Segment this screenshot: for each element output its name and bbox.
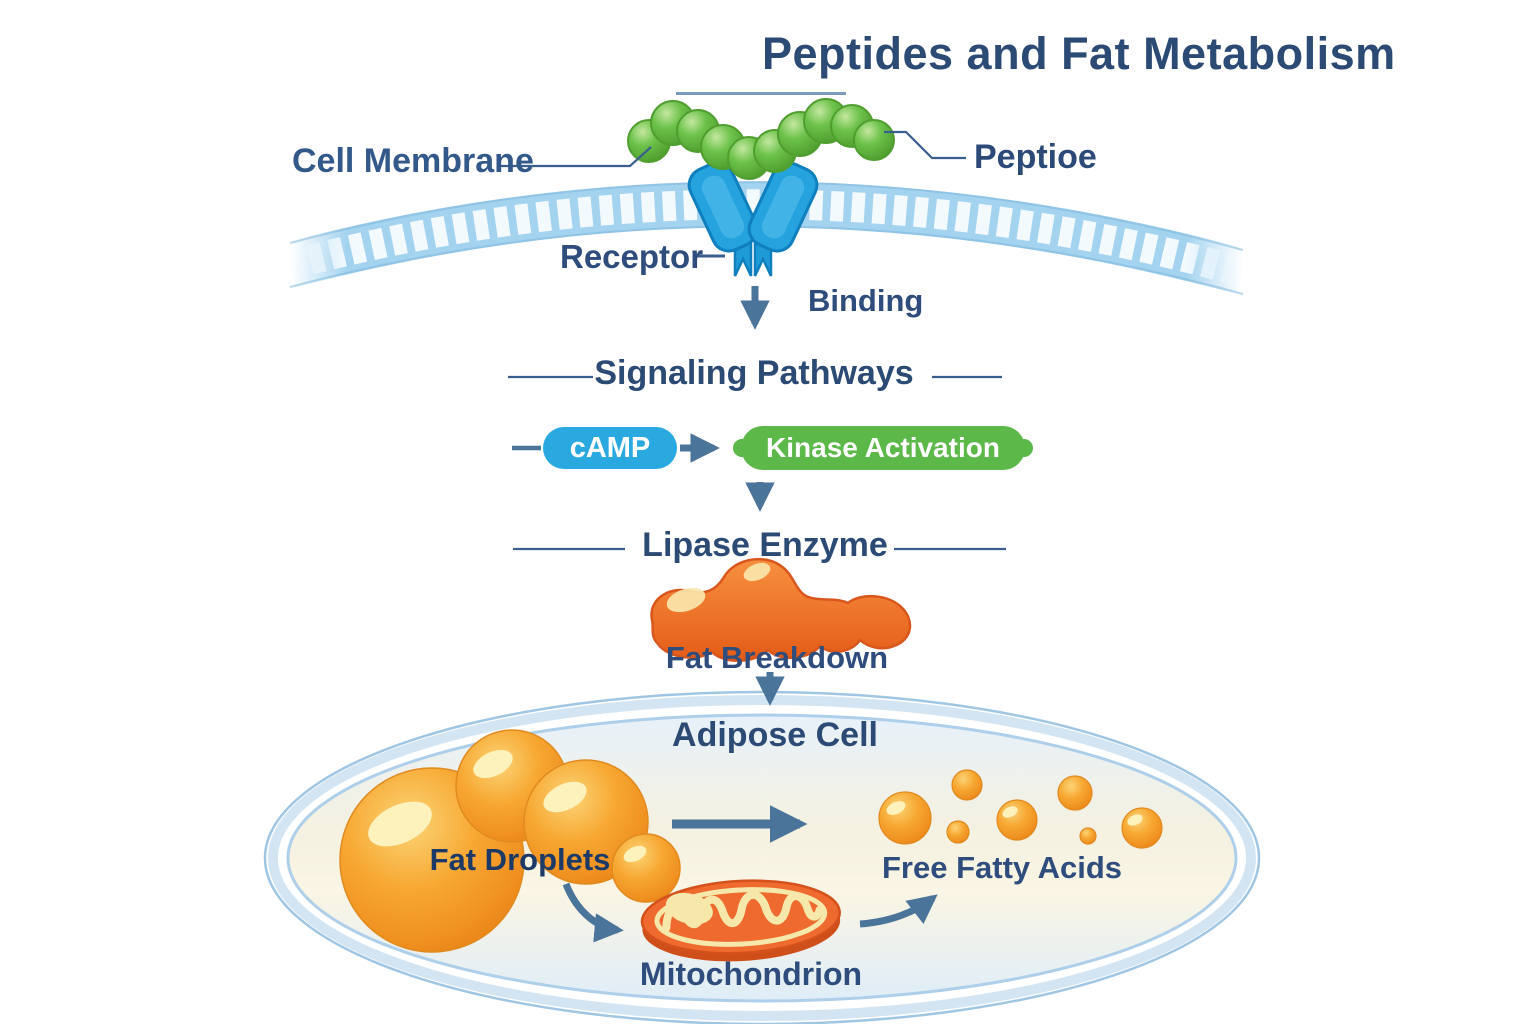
heading-rules [508, 375, 1006, 551]
signaling-pathways-heading: Signaling Pathways [594, 354, 914, 392]
flow-arrows [562, 286, 938, 943]
free-fatty-acids-icon [878, 769, 1163, 849]
mito-to-ffa-arrow [859, 894, 938, 928]
title-underline [676, 92, 846, 95]
fat-breakdown-label: Fat Breakdown [665, 640, 889, 675]
mitochondrion-icon [640, 879, 841, 962]
receptor-label: Receptor [560, 238, 704, 275]
peptide-chain-icon [627, 98, 895, 180]
phospholipid-heads [286, 189, 1247, 287]
receptor-icon [687, 161, 819, 277]
adipose-cell-heading: Adipose Cell [672, 716, 878, 754]
binding-label: Binding [808, 283, 924, 318]
peptide-label: Peptioe [974, 138, 1097, 176]
mitochondrion-label: Mitochondrion [639, 956, 863, 992]
camp-pill: cAMP [543, 427, 677, 469]
callout-lines [500, 130, 966, 258]
cell-membrane-label: Cell Membrane [292, 142, 534, 180]
peptide-callout-line [884, 130, 966, 160]
mitochondrion-cristae [662, 890, 824, 932]
fat-droplets-label: Fat Droplets [429, 842, 611, 877]
kinase-activation-pill: Kinase Activation [741, 426, 1025, 470]
cell-membrane-callout-line [500, 146, 652, 168]
lipase-enzyme-heading: Lipase Enzyme [642, 526, 888, 564]
fat-droplets-icon [339, 729, 681, 953]
page-title: Peptides and Fat Metabolism [762, 28, 1396, 79]
free-fatty-acids-label: Free Fatty Acids [881, 850, 1123, 885]
lipase-enzyme-icon [650, 557, 912, 662]
droplets-to-mito-arrow [562, 882, 624, 943]
